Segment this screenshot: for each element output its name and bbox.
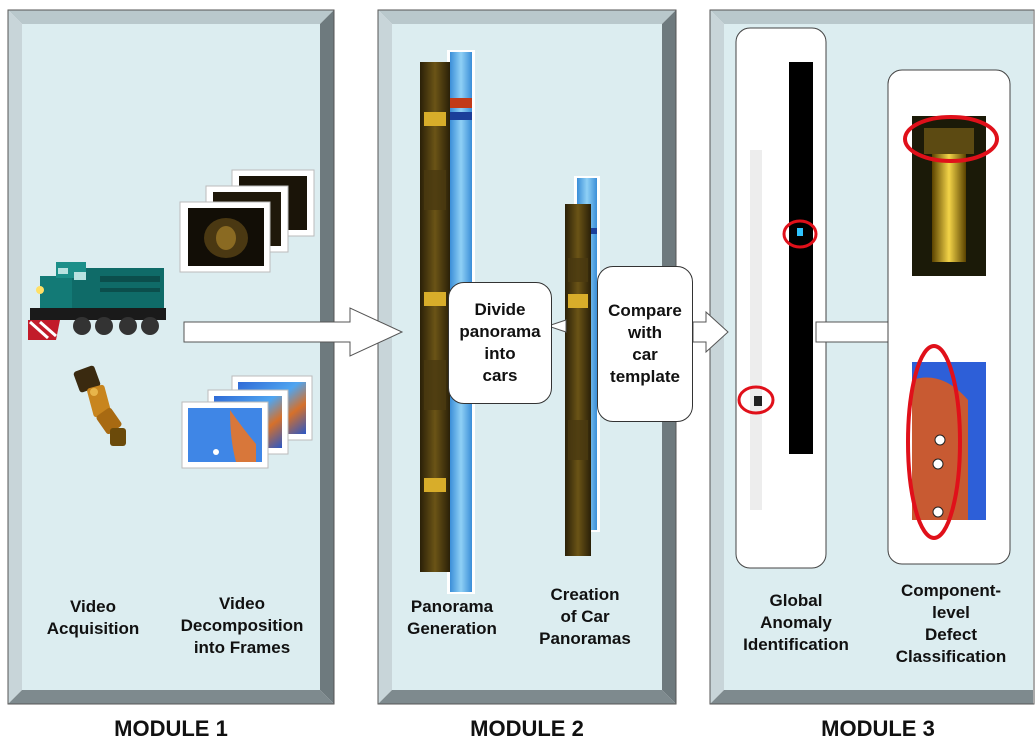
- label-global-anomaly: Global Anomaly Identification: [743, 591, 849, 654]
- module-2-title: MODULE 2: [470, 716, 584, 741]
- video-frames-dark: [179, 169, 315, 273]
- component-defect-card: [887, 69, 1011, 565]
- robot-arm-icon: [73, 365, 126, 446]
- label-car-panoramas: Creation of Car Panoramas: [539, 585, 631, 648]
- arrow-module1-to-module2: [183, 307, 404, 357]
- arrow-divide-to-car: [546, 319, 567, 333]
- module-3-title: MODULE 3: [821, 716, 935, 741]
- video-frames-thermal: [181, 375, 313, 469]
- car-panorama-visible: [565, 204, 591, 556]
- global-anomaly-card: [735, 27, 827, 569]
- divide-panorama-bubble: Divide panorama into cars: [448, 282, 552, 404]
- module-1-panel: [7, 9, 335, 705]
- label-panorama-generation: Panorama Generation: [407, 597, 497, 638]
- label-component-defect: Component- level Defect Classification: [895, 581, 1007, 666]
- label-video-decomposition: Video Decomposition into Frames: [180, 594, 304, 657]
- locomotive-icon: [28, 262, 166, 340]
- train-panorama-visible: [420, 62, 450, 572]
- compare-template-bubble: Compare with car template: [597, 266, 693, 422]
- arrow-module2-to-module3: [692, 310, 729, 354]
- module-1-title: MODULE 1: [114, 716, 228, 741]
- label-video-acquisition: Video Acquisition: [46, 597, 140, 638]
